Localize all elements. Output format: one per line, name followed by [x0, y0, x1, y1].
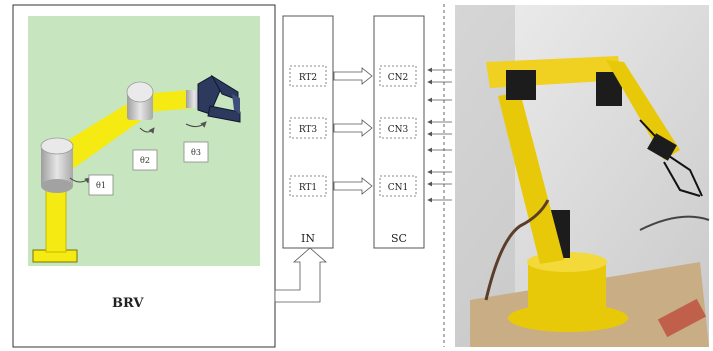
rt1-cn1-arrow [333, 177, 373, 195]
brv-panel: θ1 θ2 θ3 BRV [12, 4, 276, 348]
robot-arm-photo [455, 5, 710, 347]
cn2-label: CN2 [388, 73, 409, 83]
cn2-block [379, 65, 417, 87]
rotation-arrow-3 [185, 121, 207, 128]
photo-shoulder-servo [506, 70, 536, 100]
theta-2-label: θ2 [140, 156, 150, 165]
gripper [197, 74, 241, 123]
joint-2-cylinder [126, 81, 154, 120]
rt2-label: RT2 [299, 73, 317, 83]
photo-brick [657, 298, 707, 338]
rotation-arrow-1 [69, 177, 91, 184]
rotation-arrow-2 [139, 127, 155, 134]
rt1-block [289, 175, 327, 197]
rt3-label: RT3 [299, 125, 318, 135]
theta-1-box [88, 174, 114, 196]
brv-to-in-arrow [274, 247, 328, 303]
joint-1-cylinder [40, 137, 74, 193]
theta-3-label: θ3 [191, 148, 201, 157]
photo-cable [484, 199, 550, 301]
rt2-cn2-arrow [333, 67, 373, 85]
photo-forearm [606, 60, 680, 160]
rt3-block [289, 117, 327, 139]
brv-label: BRV [112, 296, 144, 311]
arm-link-2 [142, 90, 196, 112]
theta-1-label: θ1 [96, 181, 106, 190]
cn3-block [379, 117, 417, 139]
photo-main-link [498, 92, 564, 264]
rt3-cn3-arrow [333, 119, 373, 137]
cn1-label: CN1 [388, 183, 409, 193]
theta-3-box [183, 141, 209, 163]
rt1-label: RT1 [299, 183, 317, 193]
photo-wrist-servo [647, 133, 677, 161]
cn1-block [379, 175, 417, 197]
bus-arrows [427, 67, 452, 203]
theta-2-box [132, 149, 158, 171]
sc-label: SC [391, 232, 407, 245]
cn3-label: CN3 [388, 125, 409, 135]
arm-link-1 [56, 96, 150, 168]
rt2-block [289, 65, 327, 87]
interface-diagram: IN SC RT2 RT3 RT1 CN2 CN3 CN1 [274, 4, 452, 347]
in-label: IN [301, 232, 315, 245]
photo-cable-2 [639, 215, 710, 231]
